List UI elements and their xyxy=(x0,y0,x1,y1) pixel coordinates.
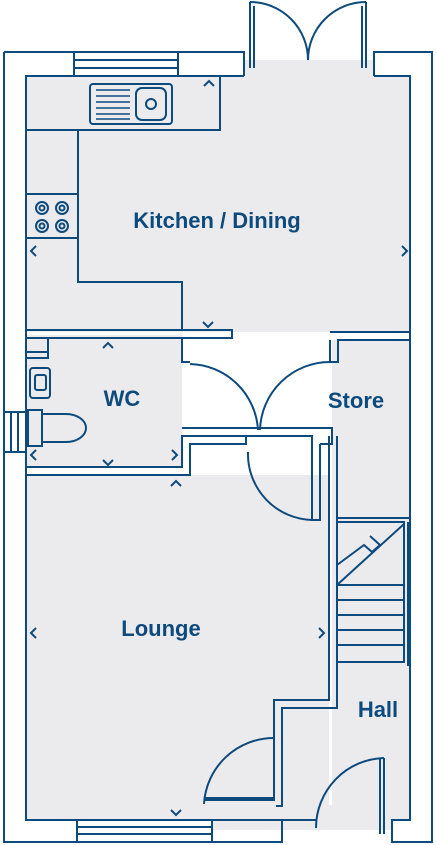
staircase xyxy=(336,521,409,666)
french-doors xyxy=(249,1,367,68)
room-label-hall: Hall xyxy=(358,697,398,722)
chevron-icons xyxy=(29,79,409,817)
room-label-wc: WC xyxy=(104,386,141,411)
room-label-lounge: Lounge xyxy=(121,616,200,641)
window-bottom xyxy=(76,819,213,843)
front-door xyxy=(315,757,385,834)
room-label-kitchen: Kitchen / Dining xyxy=(133,208,300,233)
toilet-icon xyxy=(27,409,87,447)
wc-door xyxy=(189,363,259,431)
basin-icon xyxy=(25,337,51,399)
hall-door xyxy=(203,736,275,805)
window-side xyxy=(3,411,27,453)
room-label-store: Store xyxy=(328,388,384,413)
hob-icon xyxy=(25,193,79,239)
lounge-door xyxy=(246,451,313,521)
floor-areas xyxy=(26,60,410,830)
store-door xyxy=(259,361,331,431)
sink-icon xyxy=(89,83,173,125)
window-top xyxy=(73,51,179,77)
